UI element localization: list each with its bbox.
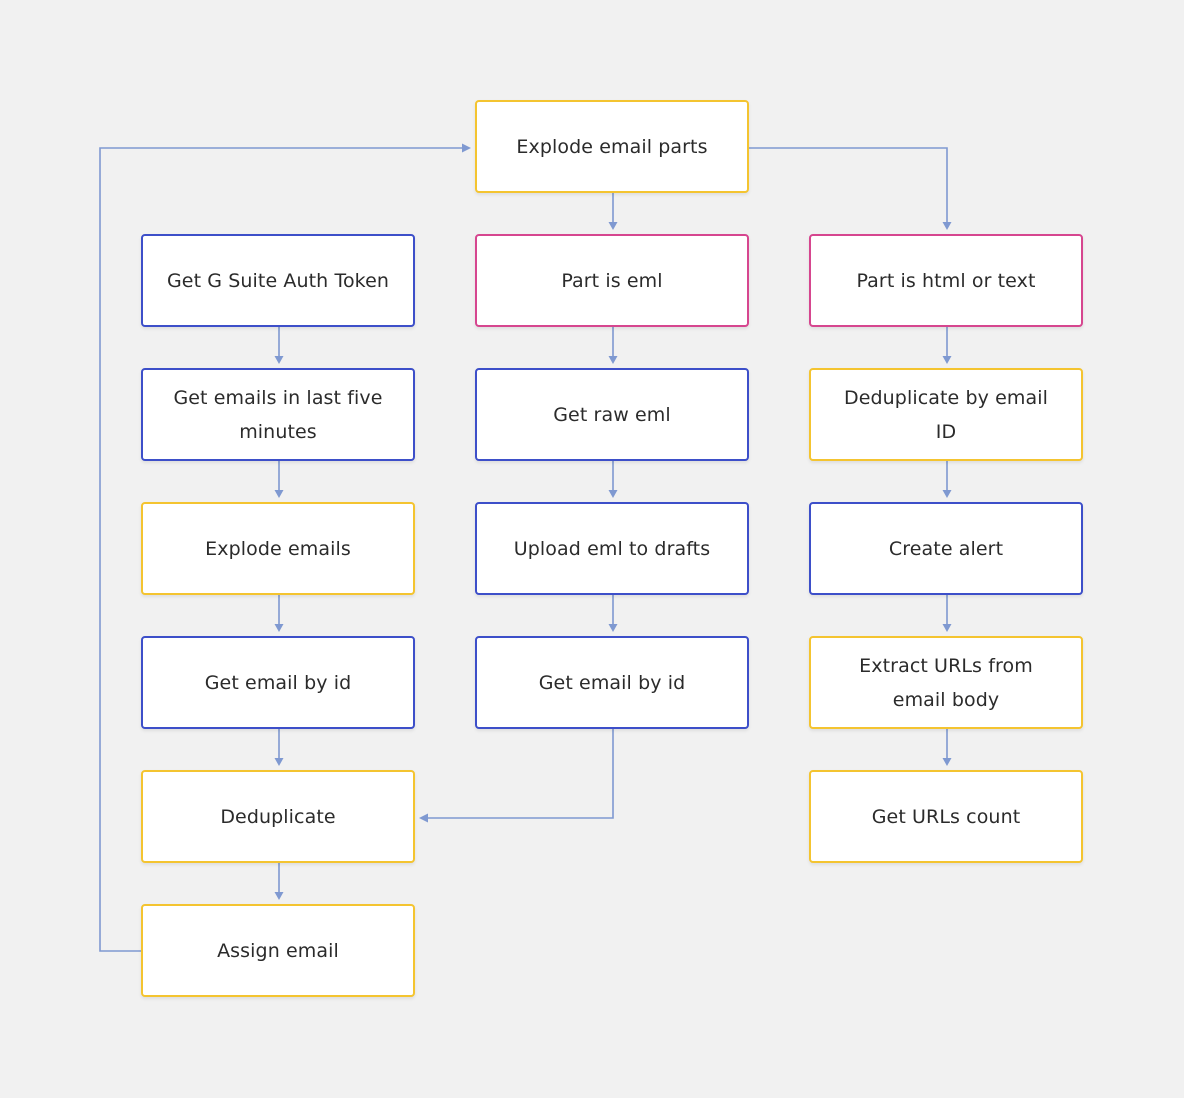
node-get-email-by-id-left[interactable]: Get email by id: [141, 636, 415, 729]
arrowhead: [274, 892, 284, 900]
connector-get-email-middle-to-deduplicate: [427, 729, 614, 819]
arrowhead: [942, 222, 952, 230]
node-label: Extract URLs from email body: [859, 654, 1033, 711]
node-assign-email[interactable]: Assign email: [141, 904, 415, 997]
node-get-emails-last-five-minutes[interactable]: Get emails in last five minutes: [141, 368, 415, 461]
node-label: Explode email parts: [516, 135, 708, 158]
node-label: Get email by id: [204, 671, 352, 694]
arrowhead: [608, 624, 618, 632]
node-label: Get raw eml: [553, 403, 671, 426]
node-get-gsuite-auth-token[interactable]: Get G Suite Auth Token: [141, 234, 415, 327]
node-label: Get emails in last five minutes: [173, 386, 383, 443]
node-get-raw-eml[interactable]: Get raw eml: [475, 368, 749, 461]
arrowhead: [274, 758, 284, 766]
node-label: Deduplicate by email ID: [843, 386, 1049, 443]
arrowhead: [608, 490, 618, 498]
connector-explode-parts-to-part-html: [749, 147, 948, 224]
node-part-is-html-or-text[interactable]: Part is html or text: [809, 234, 1083, 327]
node-create-alert[interactable]: Create alert: [809, 502, 1083, 595]
node-explode-email-parts[interactable]: Explode email parts: [475, 100, 749, 193]
connector-assign-to-explode-parts: [99, 147, 464, 952]
node-label: Part is eml: [561, 269, 663, 292]
node-label: Deduplicate: [220, 805, 336, 828]
node-part-is-eml[interactable]: Part is eml: [475, 234, 749, 327]
node-get-email-by-id-middle[interactable]: Get email by id: [475, 636, 749, 729]
arrowhead: [942, 490, 952, 498]
node-extract-urls-from-email-body[interactable]: Extract URLs from email body: [809, 636, 1083, 729]
arrowhead: [274, 356, 284, 364]
arrowhead: [608, 222, 618, 230]
arrowhead: [274, 490, 284, 498]
node-label: Get URLs count: [871, 805, 1021, 828]
node-label: Part is html or text: [856, 269, 1036, 292]
node-explode-emails[interactable]: Explode emails: [141, 502, 415, 595]
node-upload-eml-to-drafts[interactable]: Upload eml to drafts: [475, 502, 749, 595]
arrowhead: [419, 813, 428, 823]
node-label: Upload eml to drafts: [513, 537, 711, 560]
arrowhead: [942, 356, 952, 364]
node-label: Create alert: [888, 537, 1004, 560]
node-deduplicate-by-email-id[interactable]: Deduplicate by email ID: [809, 368, 1083, 461]
node-label: Get email by id: [538, 671, 686, 694]
node-label: Explode emails: [205, 537, 351, 560]
arrowhead: [608, 356, 618, 364]
arrowhead: [942, 624, 952, 632]
node-label: Assign email: [217, 939, 339, 962]
arrowhead: [274, 624, 284, 632]
arrowhead: [462, 143, 471, 153]
node-get-urls-count[interactable]: Get URLs count: [809, 770, 1083, 863]
node-deduplicate[interactable]: Deduplicate: [141, 770, 415, 863]
node-label: Get G Suite Auth Token: [166, 269, 390, 292]
arrowhead: [942, 758, 952, 766]
